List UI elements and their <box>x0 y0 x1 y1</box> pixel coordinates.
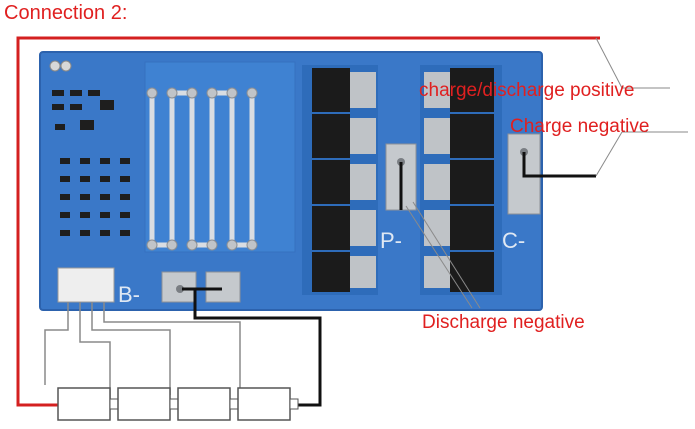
label-charge-discharge-positive: charge/discharge positive <box>419 80 635 101</box>
pad-hole <box>176 285 184 293</box>
battery-pack <box>57 387 299 421</box>
balance-wires <box>44 302 241 400</box>
c-negative-wire <box>522 152 596 178</box>
mosfet-column-right <box>420 65 502 295</box>
callout-lines <box>405 37 688 309</box>
smd-components <box>52 90 130 236</box>
connector-pad <box>60 60 72 72</box>
resistor-pins <box>146 87 258 251</box>
positive-wire <box>16 36 600 407</box>
terminal-label-b: B- <box>118 282 140 307</box>
mosfet-column-left <box>302 65 378 295</box>
diagram-title: Connection 2: <box>4 2 128 24</box>
connector-pad <box>49 60 61 72</box>
terminal-label-p: P- <box>380 228 402 253</box>
terminal-label-c: C- <box>502 228 525 253</box>
label-discharge-negative: Discharge negative <box>422 312 585 333</box>
label-charge-negative: Charge negative <box>510 116 650 137</box>
b-terminal-pad-2 <box>205 271 241 303</box>
balance-connector <box>57 267 115 303</box>
b-negative-wire <box>193 289 322 407</box>
